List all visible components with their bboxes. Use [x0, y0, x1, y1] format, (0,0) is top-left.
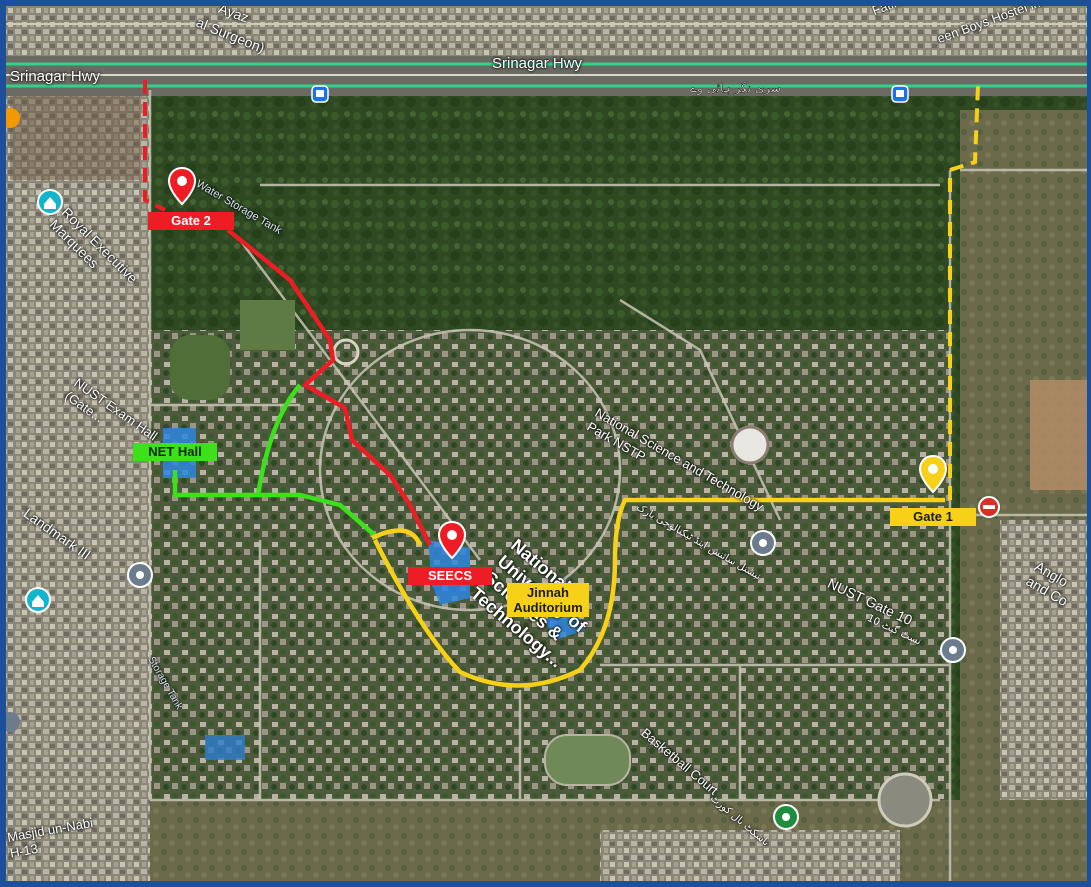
place-pin-icon[interactable]: [0, 712, 20, 732]
jinnah-label-line1: Jinnah: [527, 585, 569, 600]
seecs-location-pin-icon[interactable]: [437, 520, 467, 560]
net-hall-marker-label[interactable]: NET Hall: [133, 443, 217, 461]
place-pin-icon[interactable]: [940, 637, 966, 663]
gate1-marker-label[interactable]: Gate 1: [890, 508, 976, 526]
place-pin-icon[interactable]: [127, 562, 153, 588]
srinagar-hwy-urdu-label: سری نگر ہائی وے: [690, 81, 781, 96]
srinagar-hwy-label-center: Srinagar Hwy: [492, 55, 583, 72]
gate2-location-pin-icon[interactable]: [167, 166, 197, 206]
srinagar-hwy-label-left: Srinagar Hwy: [10, 68, 101, 85]
jinnah-auditorium-marker-label[interactable]: Jinnah Auditorium: [507, 583, 589, 617]
place-pin-icon[interactable]: [750, 530, 776, 556]
bus-stop-icon[interactable]: [311, 85, 329, 103]
seecs-marker-label[interactable]: SEECS: [408, 567, 492, 585]
place-pin-icon[interactable]: [773, 804, 799, 830]
jinnah-label-line2: Auditorium: [513, 600, 583, 615]
gate2-marker-label[interactable]: Gate 2: [148, 212, 234, 230]
place-pin-icon[interactable]: [0, 108, 20, 128]
home-pin-icon[interactable]: [25, 587, 51, 613]
home-pin-icon[interactable]: [37, 189, 63, 215]
bus-stop-icon[interactable]: [891, 85, 909, 103]
gate1-location-pin-icon[interactable]: [918, 454, 948, 494]
no-entry-icon: [978, 496, 1000, 518]
